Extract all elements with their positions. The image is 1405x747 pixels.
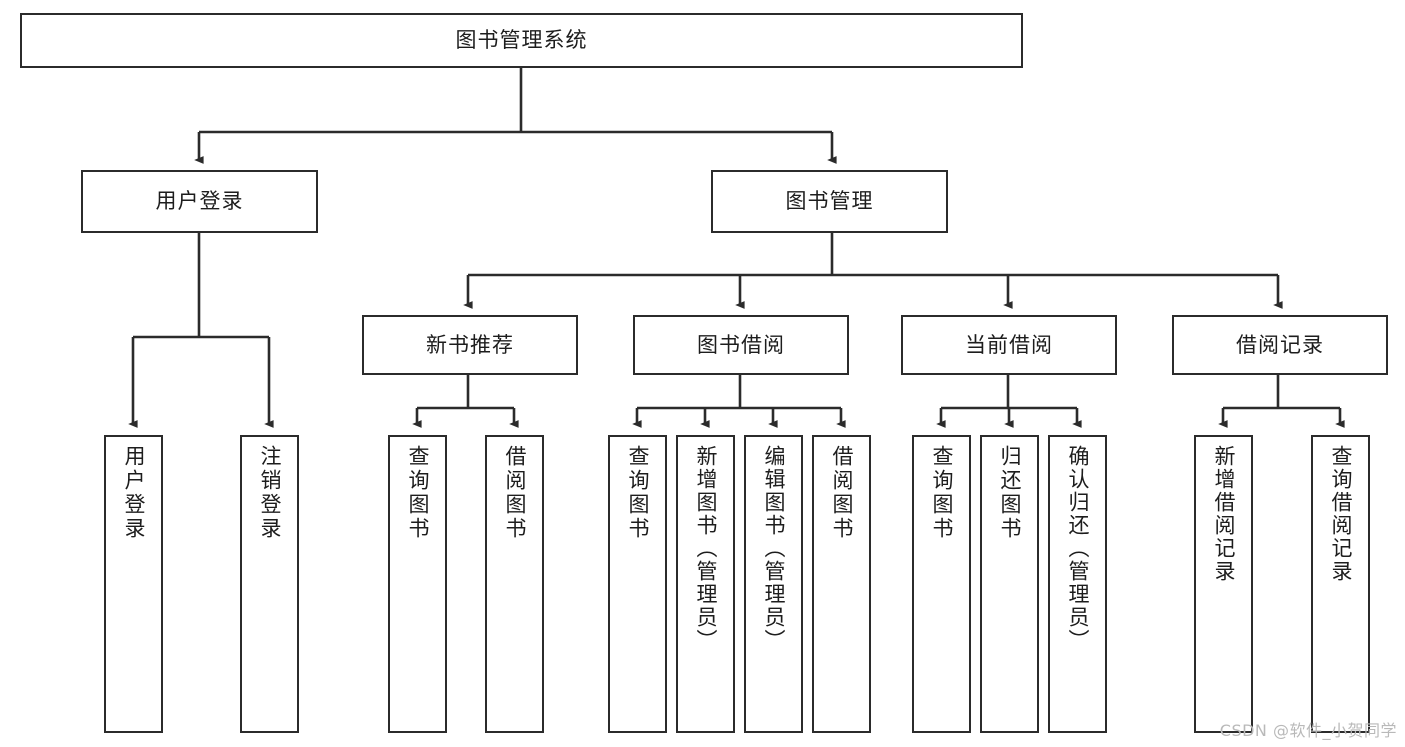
node-label: 查询图书 [930, 445, 954, 541]
leaf-return-book[interactable]: 归还图书 [980, 435, 1039, 733]
leaf-user-logout[interactable]: 注销登录 [240, 435, 299, 733]
leaf-user-login[interactable]: 用户登录 [104, 435, 163, 733]
leaf-query-book-new[interactable]: 查询图书 [388, 435, 447, 733]
node-label: 注销登录 [258, 445, 282, 541]
node-label: 用户登录 [122, 445, 146, 541]
node-label: 归还图书 [998, 445, 1022, 541]
csdn-watermark: CSDN @软件_小贺同学 [1219, 721, 1397, 740]
node-label: 借阅图书 [830, 445, 854, 541]
node-label: 查询图书 [626, 445, 650, 541]
node-current-borrowing[interactable]: 当前借阅 [901, 315, 1117, 375]
leaf-add-borrow-record[interactable]: 新增借阅记录 [1194, 435, 1253, 733]
node-label: 当前借阅 [965, 332, 1053, 357]
node-label: 确认归还（管理员） [1066, 445, 1090, 652]
node-user-login[interactable]: 用户登录 [81, 170, 318, 233]
node-book-management[interactable]: 图书管理 [711, 170, 948, 233]
leaf-query-book-current[interactable]: 查询图书 [912, 435, 971, 733]
node-label: 新增借阅记录 [1212, 445, 1236, 583]
node-book-borrowing[interactable]: 图书借阅 [633, 315, 849, 375]
node-label: 图书管理 [785, 189, 874, 214]
leaf-query-borrow-record[interactable]: 查询借阅记录 [1311, 435, 1370, 733]
node-label: 借阅图书 [503, 445, 527, 541]
node-new-book-recommendation[interactable]: 新书推荐 [362, 315, 578, 375]
node-label: 查询借阅记录 [1329, 445, 1353, 583]
leaf-query-book-borrow[interactable]: 查询图书 [608, 435, 667, 733]
leaf-add-book-admin[interactable]: 新增图书（管理员） [676, 435, 735, 733]
leaf-borrow-book[interactable]: 借阅图书 [812, 435, 871, 733]
node-label: 借阅记录 [1236, 332, 1324, 357]
leaf-borrow-book-new[interactable]: 借阅图书 [485, 435, 544, 733]
leaf-confirm-return-admin[interactable]: 确认归还（管理员） [1048, 435, 1107, 733]
node-root-book-management-system[interactable]: 图书管理系统 [20, 13, 1023, 68]
node-borrowing-records[interactable]: 借阅记录 [1172, 315, 1388, 375]
node-label: 查询图书 [406, 445, 430, 541]
node-label: 编辑图书（管理员） [762, 445, 786, 652]
node-label: 新增图书（管理员） [694, 445, 718, 652]
leaf-edit-book-admin[interactable]: 编辑图书（管理员） [744, 435, 803, 733]
node-label: 图书管理系统 [455, 28, 588, 53]
node-label: 新书推荐 [426, 332, 514, 357]
node-label: 图书借阅 [697, 332, 785, 357]
node-label: 用户登录 [155, 189, 244, 214]
